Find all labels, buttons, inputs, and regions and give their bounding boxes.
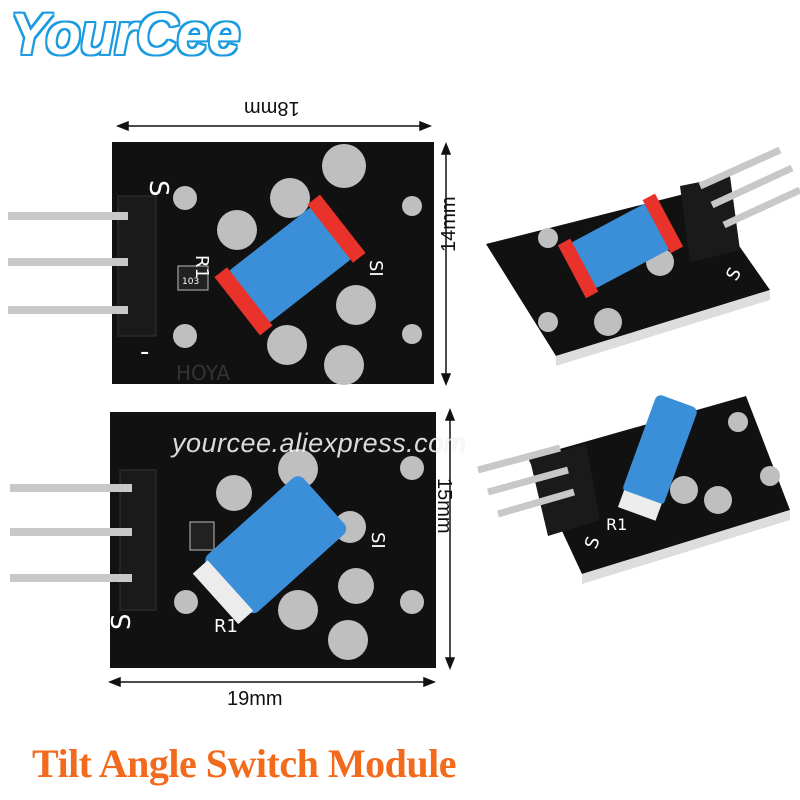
header-pin	[10, 484, 132, 492]
dimension-label-top-width: 18mm	[244, 97, 300, 119]
pcb-label-si: SI	[365, 260, 386, 277]
pcb-label-hoya: HOYA	[176, 361, 230, 385]
pcb-label-r1-bottomright: R1	[606, 515, 627, 534]
pcb-label-si-bottom: SI	[367, 532, 388, 549]
dimension-arrow-top	[115, 120, 452, 387]
module-top-right	[486, 146, 800, 366]
pcb-label-s: S	[143, 180, 173, 197]
pcb-label-103: 103	[182, 277, 199, 287]
header-pin	[8, 306, 128, 314]
pcb-label-r1-bottom: R1	[214, 616, 238, 637]
header-pin	[8, 258, 128, 266]
module-top-left	[8, 142, 434, 385]
product-title: Tilt Angle Switch Module	[32, 741, 456, 786]
pcb-label-minus: -	[140, 337, 149, 367]
header-pin	[10, 528, 132, 536]
pcb-label-r1: R1	[191, 255, 212, 279]
dimension-label-bottom-width: 19mm	[227, 688, 283, 710]
dimension-label-top-height: 14mm	[438, 196, 460, 252]
dimension-label-bottom-height: 15mm	[433, 478, 455, 534]
module-bottom-right	[477, 395, 790, 584]
watermark-url: yourcee.aliexpress.com	[172, 428, 467, 458]
header-pin	[10, 574, 132, 582]
header-pin	[8, 212, 128, 220]
module-bottom-left	[10, 412, 436, 668]
pcb-label-s-bottom: S	[107, 613, 137, 630]
dimension-arrow-bottom	[107, 407, 456, 688]
brand-logo: YourCee	[10, 2, 240, 67]
